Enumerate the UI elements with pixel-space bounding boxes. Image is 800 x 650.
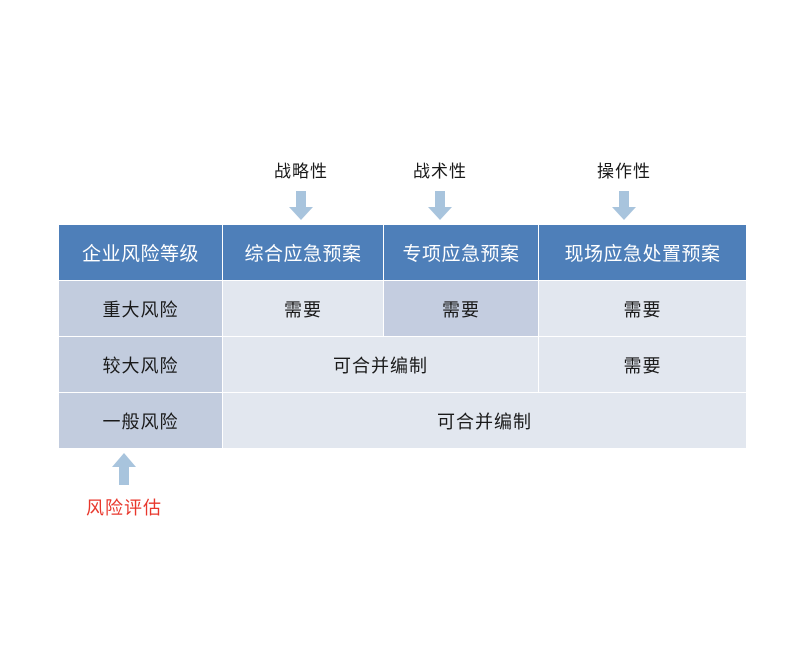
table-row: 重大风险 需要 需要 需要 (59, 281, 746, 336)
annotation-strategic-label: 战略性 (274, 162, 328, 182)
row-header-general-risk: 一般风险 (59, 393, 222, 448)
annotation-operational-label: 操作性 (597, 162, 651, 182)
row-header-major-risk: 重大风险 (59, 281, 222, 336)
risk-plan-matrix-table: 企业风险等级 综合应急预案 专项应急预案 现场应急处置预案 重大风险 需要 需要… (58, 224, 747, 449)
annotation-tactical: 战术性 (380, 163, 500, 221)
cell-major-onsite: 需要 (539, 281, 746, 336)
annotation-operational: 操作性 (564, 163, 684, 221)
cell-general-merged-plan: 可合并编制 (223, 393, 746, 448)
arrow-down-icon (609, 190, 639, 221)
arrow-down-icon (425, 190, 455, 221)
annotation-strategic: 战略性 (241, 163, 361, 221)
cell-large-merged-plan: 可合并编制 (223, 337, 538, 392)
cell-large-onsite: 需要 (539, 337, 746, 392)
column-header-onsite-plan: 现场应急处置预案 (539, 225, 746, 280)
cell-major-comprehensive: 需要 (223, 281, 383, 336)
arrow-down-icon (286, 190, 316, 221)
table-header-row: 企业风险等级 综合应急预案 专项应急预案 现场应急处置预案 (59, 225, 746, 280)
table-header: 企业风险等级 综合应急预案 专项应急预案 现场应急处置预案 (59, 225, 746, 280)
column-header-comprehensive-plan: 综合应急预案 (223, 225, 383, 280)
cell-major-special: 需要 (384, 281, 538, 336)
column-header-risk-level: 企业风险等级 (59, 225, 222, 280)
annotation-tactical-label: 战术性 (413, 162, 467, 182)
annotation-risk-assessment-label: 风险评估 (86, 498, 162, 519)
table-body: 重大风险 需要 需要 需要 较大风险 可合并编制 需要 一般风险 可合并编制 (59, 281, 746, 448)
column-header-special-plan: 专项应急预案 (384, 225, 538, 280)
table-row: 一般风险 可合并编制 (59, 393, 746, 448)
row-header-large-risk: 较大风险 (59, 337, 222, 392)
annotation-risk-assessment: 风险评估 (64, 452, 184, 520)
table-row: 较大风险 可合并编制 需要 (59, 337, 746, 392)
arrow-up-icon (109, 452, 139, 486)
arrow-up-icon-wrap (64, 452, 184, 486)
